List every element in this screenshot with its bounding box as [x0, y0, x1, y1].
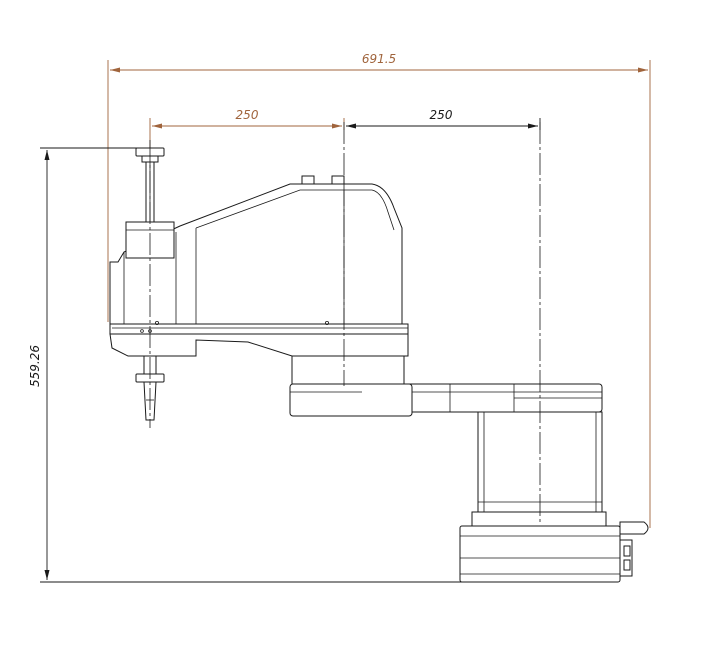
- arm2-length-dimension: 250: [346, 108, 541, 130]
- robot-arm1: [109, 175, 409, 357]
- robot-base: [459, 511, 649, 583]
- overall-height-label: 559.26: [28, 345, 42, 387]
- overall-height-dimension: 559.26: [28, 147, 462, 583]
- overall-width-label: 691.5: [362, 52, 396, 66]
- overall-width-dimension: 691.5: [107, 52, 651, 528]
- center-lines: [149, 122, 541, 524]
- arm1-length-dimension: 250: [149, 108, 345, 148]
- robot-joint2: [289, 355, 413, 417]
- arm1-length-label: 250: [236, 108, 259, 122]
- arm2-length-label: 250: [430, 108, 453, 122]
